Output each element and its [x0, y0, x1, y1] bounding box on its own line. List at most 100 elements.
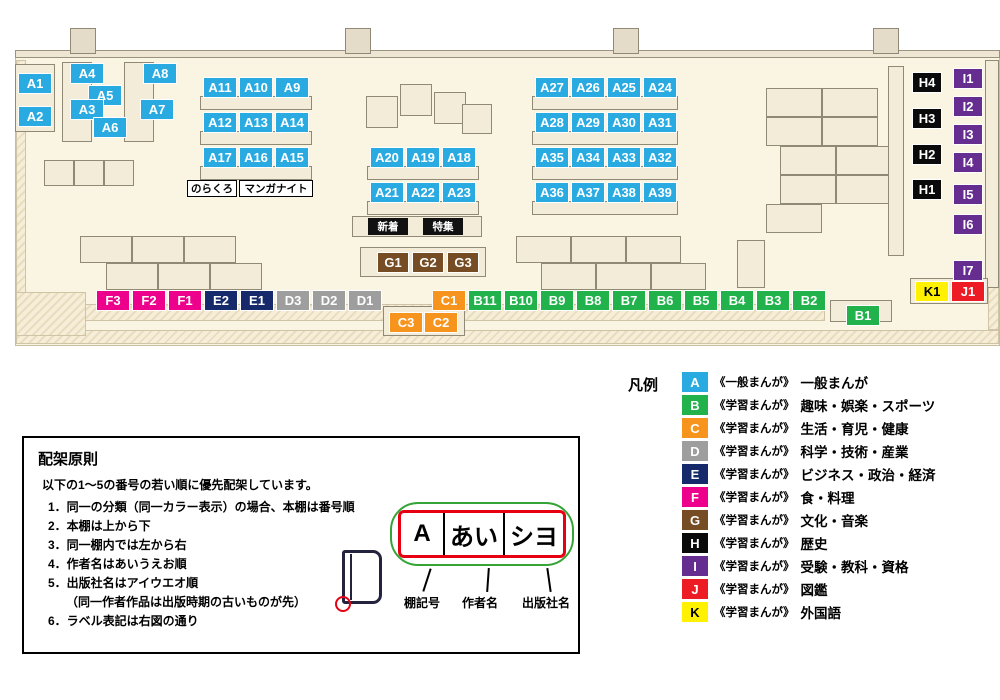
- shelf-label-B3: B3: [756, 290, 790, 311]
- shelf-label-A27: A27: [535, 77, 569, 98]
- shelf-label-F2: F2: [132, 290, 166, 311]
- pillar: [613, 28, 639, 54]
- principles-box: 配架原則 以下の1～5の番号の若い順に優先配架しています。 1．同一の分類（同一…: [22, 436, 580, 654]
- principles-rules: 1．同一の分類（同一カラー表示）の場合、本棚は番号順 2．本棚は上から下 3．同…: [48, 498, 355, 631]
- principles-intro: 以下の1～5の番号の若い順に優先配架しています。: [42, 478, 318, 492]
- shelf-block: [651, 263, 706, 290]
- caption-publisher: 出版社名: [522, 596, 571, 610]
- shelf-label-B5: B5: [684, 290, 718, 311]
- legend-item-B: B《学習まんが》趣味・娯楽・スポーツ: [682, 395, 996, 415]
- shelf-label-E1: E1: [240, 290, 274, 311]
- shelf-label-I3: I3: [953, 124, 983, 145]
- legend-type: 《学習まんが》: [714, 584, 795, 596]
- top-wall: [15, 50, 1000, 58]
- shelf-label-F3: F3: [96, 290, 130, 311]
- legend-item-H: H《学習まんが》歴史: [682, 533, 996, 553]
- map-text-label-1: のらくろ: [187, 180, 237, 197]
- shelf-block: [367, 166, 479, 180]
- legend-key-G: G: [682, 510, 708, 530]
- shelf-block: [596, 263, 651, 290]
- shelf-label-G1: G1: [377, 252, 409, 273]
- shelf-block: [532, 166, 678, 180]
- rule-3: 3．同一棚内では左から右: [48, 538, 187, 552]
- legend-key-I: I: [682, 556, 708, 576]
- shelf-block: [532, 96, 678, 110]
- shelf-block: [780, 146, 836, 175]
- shelf-block: [822, 88, 878, 117]
- shelf-block: [571, 236, 626, 263]
- shelf-label-A10: A10: [239, 77, 273, 98]
- shelf-block: [400, 84, 432, 116]
- legend-key-F: F: [682, 487, 708, 507]
- legend-item-J: J《学習まんが》図鑑: [682, 579, 996, 599]
- legend-item-A: A《一般まんが》一般まんが: [682, 372, 996, 392]
- shelf-block: [532, 131, 678, 145]
- legend-type: 《学習まんが》: [714, 515, 795, 527]
- shelf-label-A30: A30: [607, 112, 641, 133]
- shelf-label-A26: A26: [571, 77, 605, 98]
- legend-item-C: C《学習まんが》生活・育児・健康: [682, 418, 996, 438]
- shelf-label-A7: A7: [140, 99, 174, 120]
- shelf-block: [766, 204, 822, 233]
- shelf-label-A39: A39: [643, 182, 677, 203]
- legend-key-B: B: [682, 395, 708, 415]
- shelf-block: [200, 131, 312, 145]
- shelf-label-I6: I6: [953, 214, 983, 235]
- shelf-label-C3: C3: [389, 312, 423, 333]
- shelf-label-A6: A6: [93, 117, 127, 138]
- legend-key-A: A: [682, 372, 708, 392]
- shelf-label-B6: B6: [648, 290, 682, 311]
- shelf-label-A19: A19: [406, 147, 440, 168]
- shelf-label-A15: A15: [275, 147, 309, 168]
- shelf-label-C2: C2: [424, 312, 458, 333]
- shelf-block: [132, 236, 184, 263]
- legend-category: 図鑑: [800, 583, 828, 598]
- shelf-label-A33: A33: [607, 147, 641, 168]
- map-text-label-3: 新着: [368, 218, 408, 235]
- legend-key-K: K: [682, 602, 708, 622]
- label-position-circle-icon: [335, 596, 351, 612]
- shelf-label-B7: B7: [612, 290, 646, 311]
- legend-title: 凡例: [628, 377, 659, 394]
- shelf-label-A28: A28: [535, 112, 569, 133]
- legend-type: 《学習まんが》: [714, 538, 795, 550]
- shelf-label-A17: A17: [203, 147, 237, 168]
- shelf-block: [80, 236, 132, 263]
- shelf-block: [44, 160, 74, 186]
- caption-shelf-code: 棚記号: [404, 596, 441, 610]
- legend-category: ビジネス・政治・経済: [800, 468, 936, 483]
- shelf-label-B1: B1: [846, 305, 880, 326]
- shelf-block: [516, 236, 571, 263]
- bottom-edge-hatch: [16, 330, 999, 344]
- shelf-label-A2: A2: [18, 106, 52, 127]
- shelf-label-A36: A36: [535, 182, 569, 203]
- shelf-label-A22: A22: [406, 182, 440, 203]
- shelf-label-D2: D2: [312, 290, 346, 311]
- shelf-block: [200, 166, 312, 180]
- map-text-label-2: マンガナイト: [239, 180, 313, 197]
- principles-title: 配架原則: [38, 451, 99, 468]
- shelf-label-F1: F1: [168, 290, 202, 311]
- shelf-label-H1: H1: [912, 179, 942, 200]
- shelf-block: [462, 104, 492, 134]
- book-icon: [342, 550, 382, 604]
- shelf-label-I1: I1: [953, 68, 983, 89]
- shelf-label-A37: A37: [571, 182, 605, 203]
- caption-line-2: [486, 567, 490, 593]
- map-text-label-4: 特集: [423, 218, 463, 235]
- shelf-block: [200, 96, 312, 110]
- shelf-block: [210, 263, 262, 290]
- shelf-block: [766, 88, 822, 117]
- legend-category: 科学・技術・産業: [800, 445, 909, 460]
- legend-category: 受験・教科・資格: [800, 560, 909, 575]
- label-sample-shelf-code: A: [413, 520, 431, 547]
- legend-category: 外国語: [800, 606, 842, 621]
- bottom-left-hatch: [16, 292, 86, 336]
- shelf-label-A29: A29: [571, 112, 605, 133]
- shelf-label-A18: A18: [442, 147, 476, 168]
- shelf-block: [184, 236, 236, 263]
- shelf-label-B8: B8: [576, 290, 610, 311]
- shelf-block: [737, 240, 765, 288]
- label-sample-publisher: シヨ: [503, 513, 563, 555]
- shelf-label-A34: A34: [571, 147, 605, 168]
